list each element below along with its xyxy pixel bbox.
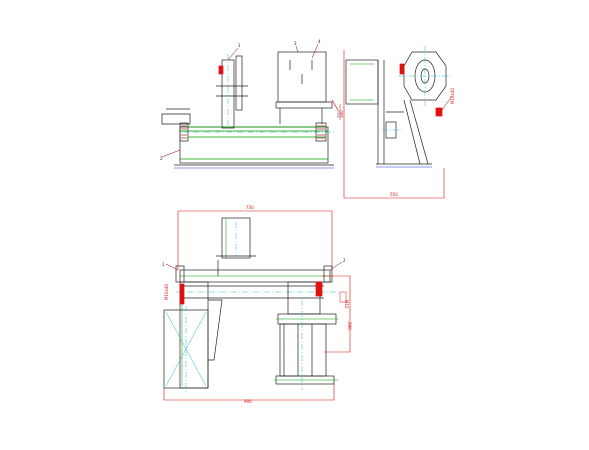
front-motor-base xyxy=(275,101,333,109)
side-strut xyxy=(403,99,421,165)
front-dim-height: 380 xyxy=(339,110,344,118)
front-motor-mark xyxy=(331,99,339,111)
front-view: 1 2 3 4 380 xyxy=(160,39,344,169)
front-callout-2-leader xyxy=(161,149,181,158)
plan-dim-bottom-frame xyxy=(163,384,335,401)
side-view: M10x40 550 xyxy=(343,46,455,199)
front-callout-3: 3 xyxy=(294,41,297,46)
side-note-label: M10x40 xyxy=(450,88,455,104)
plan-dim-top: 730 xyxy=(246,205,254,210)
side-mark xyxy=(435,107,443,117)
front-base-frame xyxy=(179,126,329,164)
front-right-bearing xyxy=(315,122,327,142)
plan-dim-bottom: 990 xyxy=(244,399,252,404)
plan-right-note-box xyxy=(339,291,347,303)
front-left-bearing xyxy=(179,122,189,142)
plan-right-clamp xyxy=(315,281,323,297)
side-dim-width: 550 xyxy=(390,192,398,197)
plan-dim-top-frame xyxy=(177,210,333,270)
plan-callout-2: 2 xyxy=(343,258,346,263)
side-wheel-clamp xyxy=(399,63,405,75)
front-callout-3-leader xyxy=(295,45,299,53)
plan-left-clamp xyxy=(179,283,185,305)
front-callout-1-leader xyxy=(227,47,239,61)
plan-motor-body xyxy=(279,323,327,377)
front-callout-1: 1 xyxy=(238,43,241,48)
front-left-bracket xyxy=(161,113,191,125)
front-callout-4-leader xyxy=(311,43,319,59)
front-callout-4: 4 xyxy=(318,39,321,44)
plan-dim-right-2: M10 xyxy=(344,300,349,309)
side-dim-frame xyxy=(343,50,445,199)
plan-dim-left: M10x40 xyxy=(164,284,169,300)
plan-dim-right: 200 xyxy=(347,322,352,330)
plan-dim-right-frame xyxy=(322,275,351,353)
front-callout-2: 2 xyxy=(160,156,163,161)
plan-callout-1: 1 xyxy=(162,262,165,267)
front-post-rod xyxy=(235,55,243,111)
plan-post-box xyxy=(221,217,251,259)
plan-gusset xyxy=(208,299,223,361)
front-post-clamp xyxy=(218,65,224,75)
plan-right-end xyxy=(323,265,333,283)
side-frame-box xyxy=(345,59,379,105)
plan-view: 730 xyxy=(162,205,352,404)
